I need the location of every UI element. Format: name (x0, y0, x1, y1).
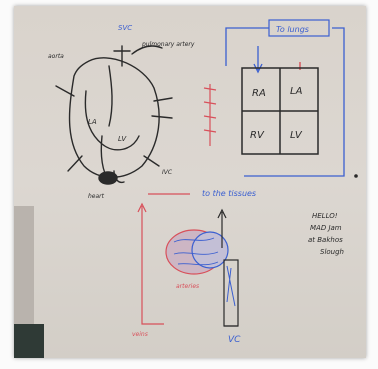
whiteboard-drawing: SVC aorta pulmonary artery LA LV IVC hea… (14, 6, 366, 358)
side-note-line3: at Bakhos (308, 236, 343, 244)
heart-label-bottom: heart (88, 193, 105, 200)
blue-route-top (226, 28, 269, 66)
side-note: HELLO! MAD Jam at Bakhos Slough (308, 212, 344, 256)
heart-label-ivc: IVC (162, 169, 173, 176)
red-left-route (142, 206, 164, 324)
heart-sketch (56, 46, 172, 184)
chamber-grid (242, 68, 318, 154)
heart-label-top: SVC (118, 24, 132, 32)
chamber-ra: RA (252, 88, 266, 99)
chamber-rv: RV (250, 130, 265, 141)
chamber-lv: LV (290, 130, 303, 141)
side-note-line1: HELLO! (312, 212, 338, 220)
heart-label-right-top: pulmonary artery (141, 41, 195, 48)
capillary-bed (166, 230, 228, 274)
marker-dot (354, 174, 358, 178)
whiteboard-photo: SVC aorta pulmonary artery LA LV IVC hea… (14, 6, 366, 358)
chamber-la: LA (290, 86, 303, 97)
heart-label-la: LA (88, 118, 97, 126)
veins-label: veins (132, 331, 148, 338)
vena-cava (224, 260, 238, 326)
to-lungs-tag: To lungs (269, 20, 329, 36)
side-note-line4: Slough (320, 248, 344, 256)
side-note-line2: MAD Jam (310, 224, 342, 232)
return-label: VC (228, 335, 241, 345)
red-vertical-notes (204, 84, 216, 146)
to-lungs-label: To lungs (276, 25, 309, 34)
to-tissues-label: to the tissues (202, 189, 256, 198)
heart-label-lv: LV (118, 135, 127, 143)
board-corner-object (14, 324, 44, 358)
arteries-label: arteries (176, 283, 199, 290)
heart-label-left-top: aorta (48, 53, 64, 60)
